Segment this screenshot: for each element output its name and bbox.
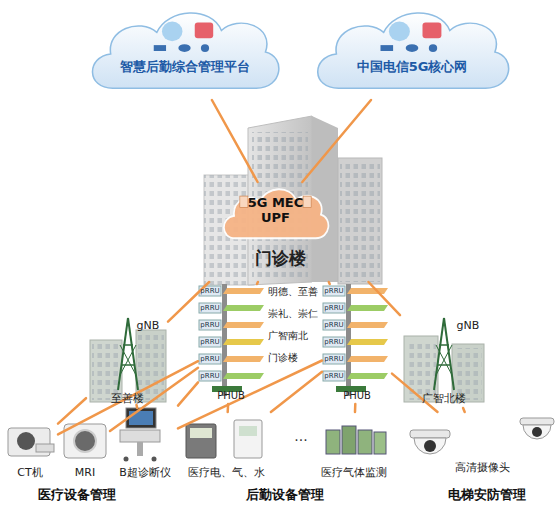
label-text: 崇礼、崇仁 [268,308,322,320]
node-text: 智慧后勤综合管理平台 [82,60,287,75]
node-text: 至善楼 [86,393,168,406]
gnb-building: gNB 广智北楼 [400,314,487,408]
label-text: pRRU [323,287,345,295]
connector-line [226,404,229,412]
connector-line [178,382,198,405]
connector-line [212,100,258,182]
node-text: 门诊楼 [235,249,325,269]
mri-icon [64,424,106,458]
server-symbol [240,196,248,208]
label-text: pRRU [323,338,345,346]
node-text: B超诊断仪 [112,467,178,480]
node-text: 广智北楼 [400,393,487,406]
label-text: pRRU [199,355,221,363]
node-text: 医疗气体监测 [312,467,396,480]
core-network-cloud: 中国电信5G核心网 [307,2,517,100]
connector-line [178,361,322,429]
ultrasound-icon [120,408,160,462]
label-text: pRRU [199,304,221,312]
floor-rack [199,284,264,396]
label-text: 医疗设备管理 [22,488,132,503]
node-text: CT机 [2,467,58,480]
device-symbol [381,45,394,51]
gas-monitor-icon [326,426,386,454]
device-symbol [154,45,166,51]
connector-line [135,405,138,408]
connector-line [58,361,198,434]
cloud-outline [82,2,287,100]
cloud-outline [307,2,517,100]
label-text: 后勤设备管理 [230,488,340,503]
label-text: 广智南北 [268,330,322,342]
label-text: pRRU [199,321,221,329]
platform-cloud: 智慧后勤综合管理平台 [82,2,287,100]
node-text: gNB [450,320,486,333]
server-symbol [303,196,311,208]
device-node: CT机 [2,415,58,483]
connector-line [58,398,86,423]
label-text: pRRU [199,372,221,380]
connector-line [302,100,371,182]
device-node: 医疗电、气、水 [180,412,272,483]
network-symbol [389,22,410,42]
gnb-building: gNB 至善楼 [86,314,168,408]
label-text: pRRU [199,287,221,295]
network-symbol [162,22,183,42]
main-building [204,116,382,285]
cloud-path [224,189,329,238]
connector-line [328,282,331,284]
device-node: MRI [60,415,110,483]
connector-line [354,404,357,412]
device-symbol [201,44,209,52]
node-text: gNB [130,320,166,333]
connector-line [271,372,322,412]
label-text: pRRU [323,372,345,380]
connector-line [256,282,259,284]
label-text: ... [286,428,316,444]
label-text: pRRU [323,355,345,363]
cloud-path [92,13,278,88]
connector-line [369,282,401,315]
ct-icon [8,428,54,456]
floor-rack [323,284,388,396]
node-text: MRI [60,467,110,480]
connector-line [463,408,465,412]
node-text: 5G MEC UPF [243,196,308,226]
node-text: PHUB [202,390,260,402]
node-text: PHUB [328,390,386,402]
label-text: pRRU [323,321,345,329]
label-text: 明德、至善 [268,286,322,298]
database-symbol [406,44,419,52]
device-node: 医疗气体监测 [312,412,396,483]
device-node: B超诊断仪 [112,405,178,483]
label-text: 电梯安防管理 [432,488,542,503]
node-text: 高清摄像头 [446,462,518,475]
meter-icon [186,420,262,458]
router-symbol [423,23,442,39]
router-symbol [195,23,213,39]
cloud-path [318,13,509,88]
device-symbol [429,44,437,52]
camera-icon [410,418,554,454]
database-symbol [178,44,190,52]
label-text: pRRU [199,338,221,346]
label-text: pRRU [323,304,345,312]
device-node: 高清摄像头 [402,412,557,483]
node-text: 医疗电、气、水 [180,467,272,480]
building-node: 门诊楼 5G MEC UPF [200,122,385,282]
zhishan-building [90,318,166,402]
mec-cloud: 5G MEC UPF [218,182,333,246]
label-text: 门诊楼 [268,352,322,364]
node-text: 中国电信5G核心网 [307,60,517,75]
